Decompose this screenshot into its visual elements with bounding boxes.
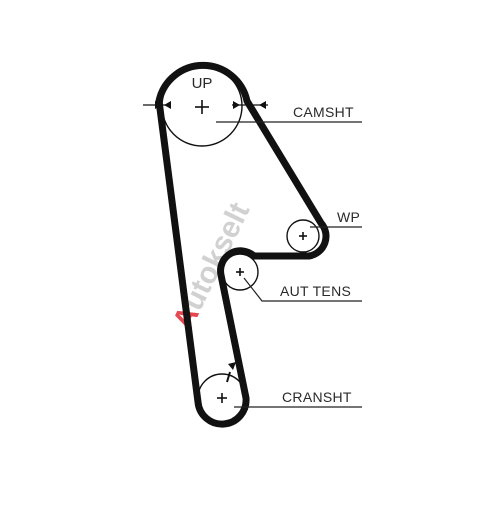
camshaft-label: CAMSHT xyxy=(293,104,354,120)
center-marks xyxy=(195,100,307,403)
crankshaft-label: CRANSHT xyxy=(282,389,352,405)
water-pump-label: WP xyxy=(337,209,360,225)
camshaft-timing-marks xyxy=(143,101,268,109)
auto-tensioner-label: AUT TENS xyxy=(280,283,351,299)
crankshaft-timing-marks xyxy=(226,362,236,383)
camshaft-pulley-label: UP xyxy=(192,75,213,92)
leader-lines xyxy=(216,121,362,408)
timing-belt xyxy=(155,61,330,428)
